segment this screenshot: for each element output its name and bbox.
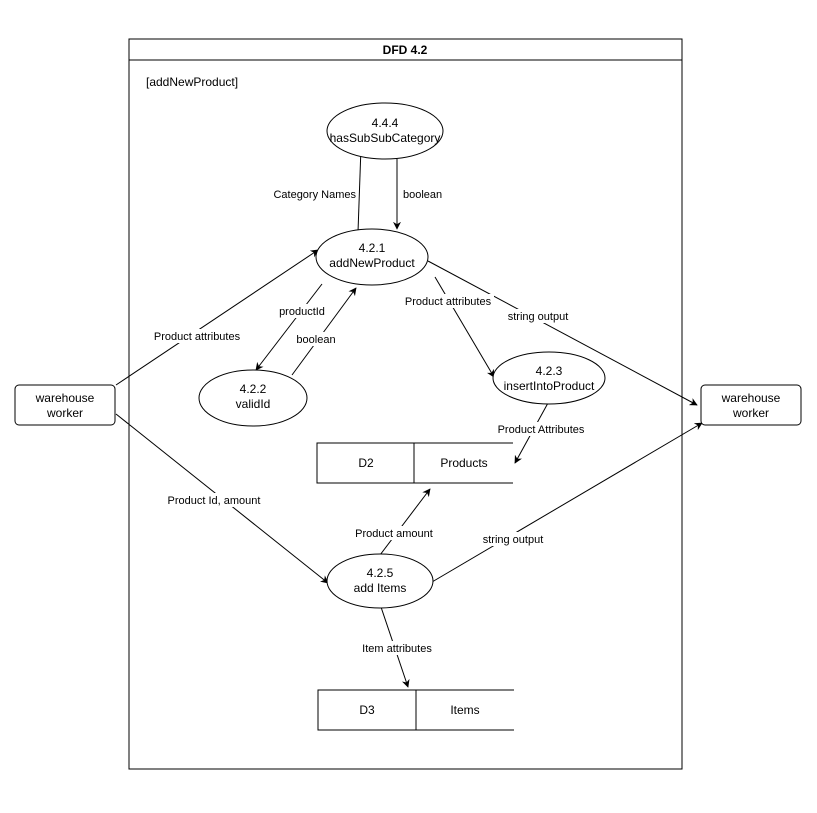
process-4-2-5-name: add Items [354,581,407,595]
store-d2-id: D2 [358,456,374,470]
label-string-output-top: string output [508,311,569,323]
flow-product-attributes-mid [434,276,495,378]
entity-warehouse-worker-right: warehouse worker [700,384,802,426]
entity-warehouse-worker-left: warehouse worker [14,384,116,426]
entity-right-line2: worker [732,406,769,420]
store-d3-items: D3 Items [317,689,514,731]
label-product-attributes-store: Product Attributes [498,424,585,436]
label-category-names: Category Names [273,189,356,201]
process-4-2-1-id: 4.2.1 [359,241,386,255]
store-d2-products: D2 Products [316,442,513,484]
flow-product-amount [379,488,431,556]
frame-tag: [addNewProduct] [146,75,238,89]
flow-string-output-top [427,260,698,406]
entity-left-line2: worker [46,406,83,420]
flow-string-output-bottom [431,422,703,583]
process-4-2-1-name: addNewProduct [329,256,415,270]
label-string-output-bottom: string output [483,534,544,546]
flow-boolean-mid [291,287,357,376]
flow-product-id [255,283,323,371]
store-d3-id: D3 [359,703,375,717]
store-d3-name: Items [450,703,479,717]
process-4-2-1: 4.2.1 addNewProduct [315,228,429,286]
process-4-2-3-name: insertIntoProduct [504,379,595,393]
process-4-2-2: 4.2.2 validId [198,369,308,427]
flow-category-names [356,146,365,233]
process-4-4-4-id: 4.4.4 [372,116,399,130]
dfd-frame [128,38,683,770]
label-product-id-amount: Product Id, amount [168,495,261,507]
process-4-4-4-name: hasSubSubCategory [330,131,441,145]
entity-right-line1: warehouse [721,391,781,405]
label-product-attributes-mid: Product attributes [405,296,492,308]
process-4-4-4: 4.4.4 hasSubSubCategory [326,102,444,160]
process-4-2-5-id: 4.2.5 [367,566,394,580]
frame-title: DFD 4.2 [383,43,428,57]
flow-product-attributes-left [115,249,319,386]
process-4-2-2-id: 4.2.2 [240,382,267,396]
store-d2-name: Products [440,456,487,470]
entity-left-line1: warehouse [35,391,95,405]
label-item-attributes: Item attributes [362,643,432,655]
label-product-amount: Product amount [355,528,433,540]
label-product-attributes-left: Product attributes [154,331,241,343]
process-4-2-5: 4.2.5 add Items [326,553,434,609]
label-boolean-mid: boolean [296,334,335,346]
process-4-2-3: 4.2.3 insertIntoProduct [492,351,606,405]
label-boolean-top: boolean [403,189,442,201]
process-4-2-2-name: validId [236,397,271,411]
label-product-id: productId [279,306,325,318]
process-4-2-3-id: 4.2.3 [536,364,563,378]
